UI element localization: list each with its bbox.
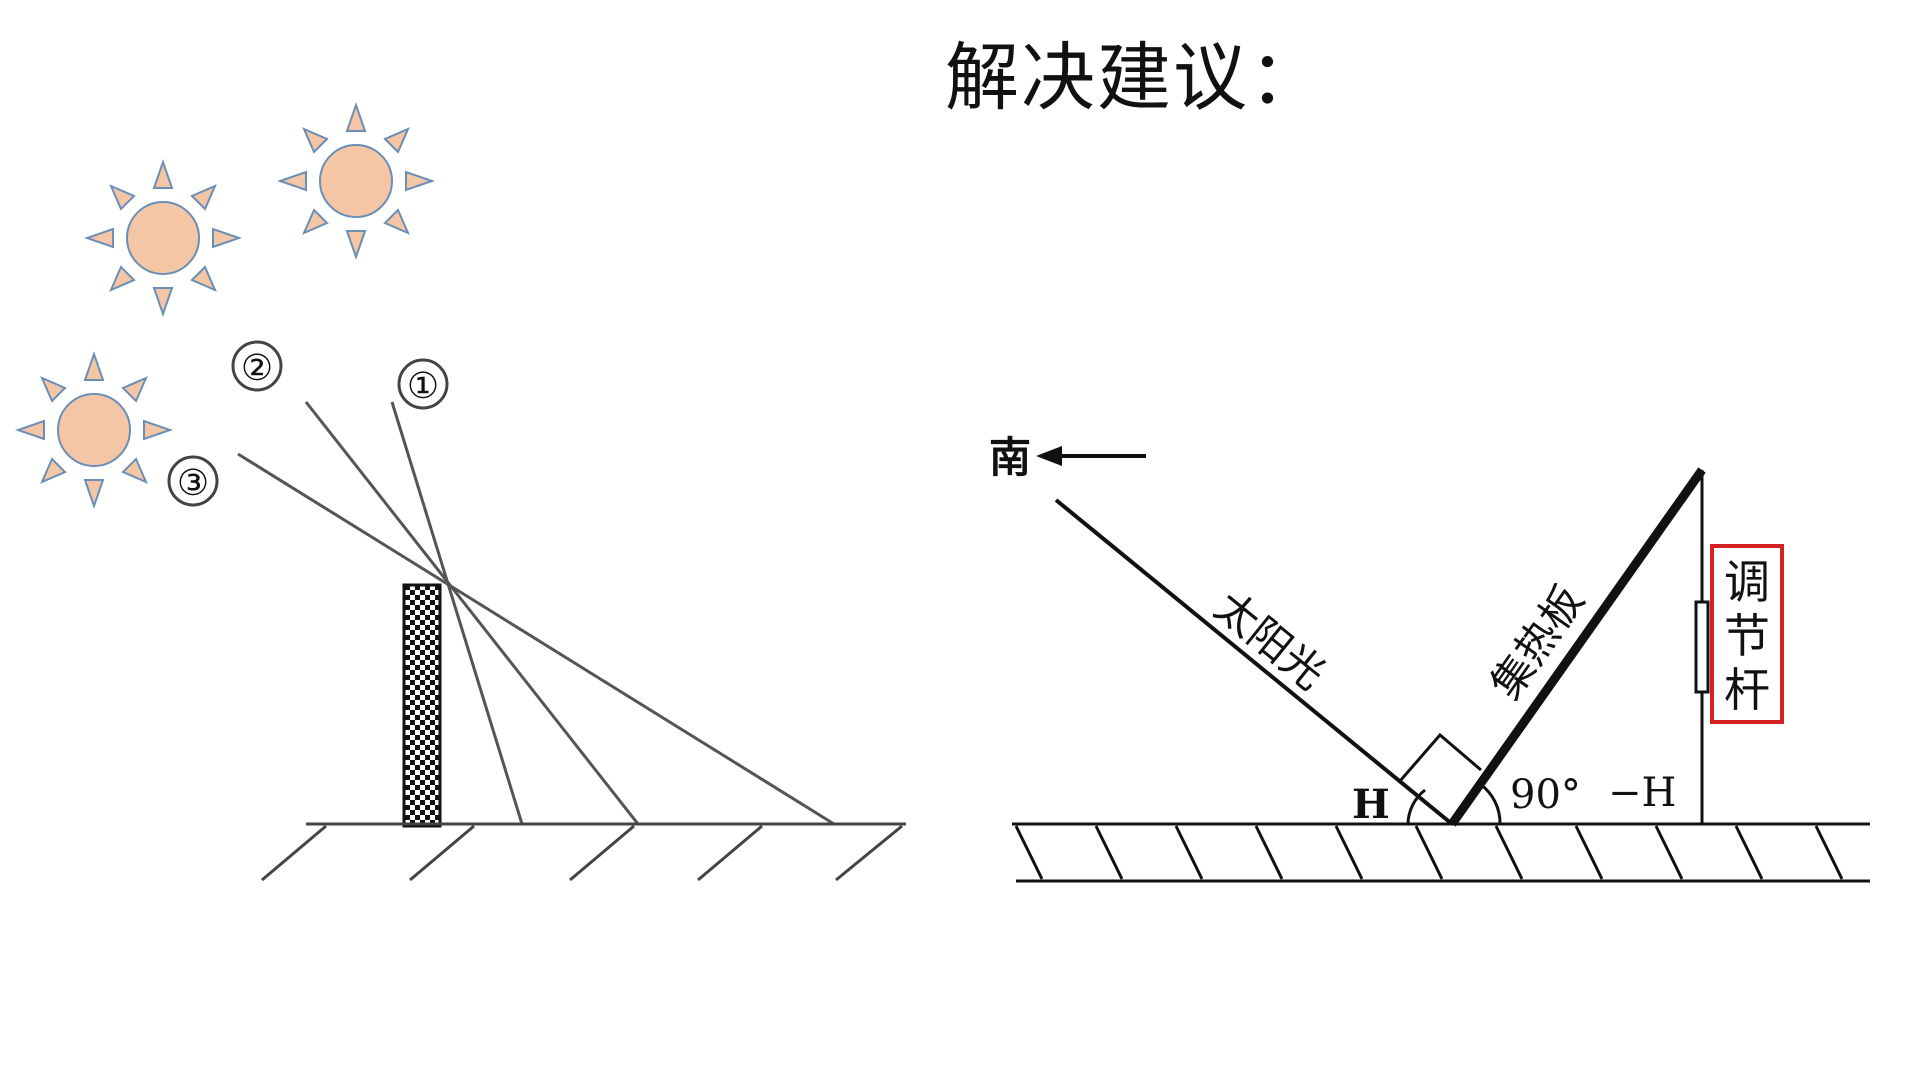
- right-ground: [1012, 822, 1870, 883]
- sun-icon-upper-left: [83, 158, 243, 318]
- right-collector-diagram: 南 太阳光 集热板 H: [989, 433, 1870, 883]
- rod-label: 调 节 杆: [1724, 555, 1770, 717]
- svg-text:①: ①: [407, 366, 439, 407]
- ray-line-2: [304, 401, 640, 825]
- ray-line-3: [237, 452, 835, 826]
- angle-h-label: H: [1352, 781, 1390, 828]
- ray-line-1: [390, 401, 524, 825]
- angle-90-label: 90°: [1510, 772, 1581, 818]
- angle-arc-90-minus-h: [1479, 782, 1502, 825]
- svg-text:节: 节: [1724, 609, 1770, 663]
- left-shadow-diagram: ② ① ③: [14, 101, 906, 882]
- ray-label-3: ③: [167, 455, 219, 507]
- south-label: 南: [989, 433, 1031, 482]
- ray-label-1: ①: [397, 358, 449, 410]
- page-title: 解决建议：: [945, 35, 1325, 121]
- checkered-pole: [402, 583, 442, 828]
- ray-label-2: ②: [231, 340, 283, 392]
- angle-arc-h: [1406, 788, 1426, 825]
- collector-plate: [1448, 467, 1706, 827]
- sun-icon-top: [276, 101, 436, 261]
- sunlight-line: [1054, 498, 1454, 826]
- svg-text:杆: 杆: [1724, 663, 1770, 717]
- adjusting-rod-sleeve: [1694, 600, 1710, 694]
- svg-text:③: ③: [177, 463, 209, 504]
- sun-icon-lower-left: [14, 350, 174, 510]
- south-arrow-icon: [1036, 446, 1146, 466]
- svg-text:调: 调: [1724, 555, 1770, 609]
- angle-minus-h-label: −H: [1608, 770, 1676, 816]
- svg-text:②: ②: [241, 348, 273, 389]
- right-angle-marker: [1398, 732, 1482, 782]
- rod-label-highlight-box: [1710, 544, 1784, 724]
- left-ground-hatching: [261, 824, 903, 882]
